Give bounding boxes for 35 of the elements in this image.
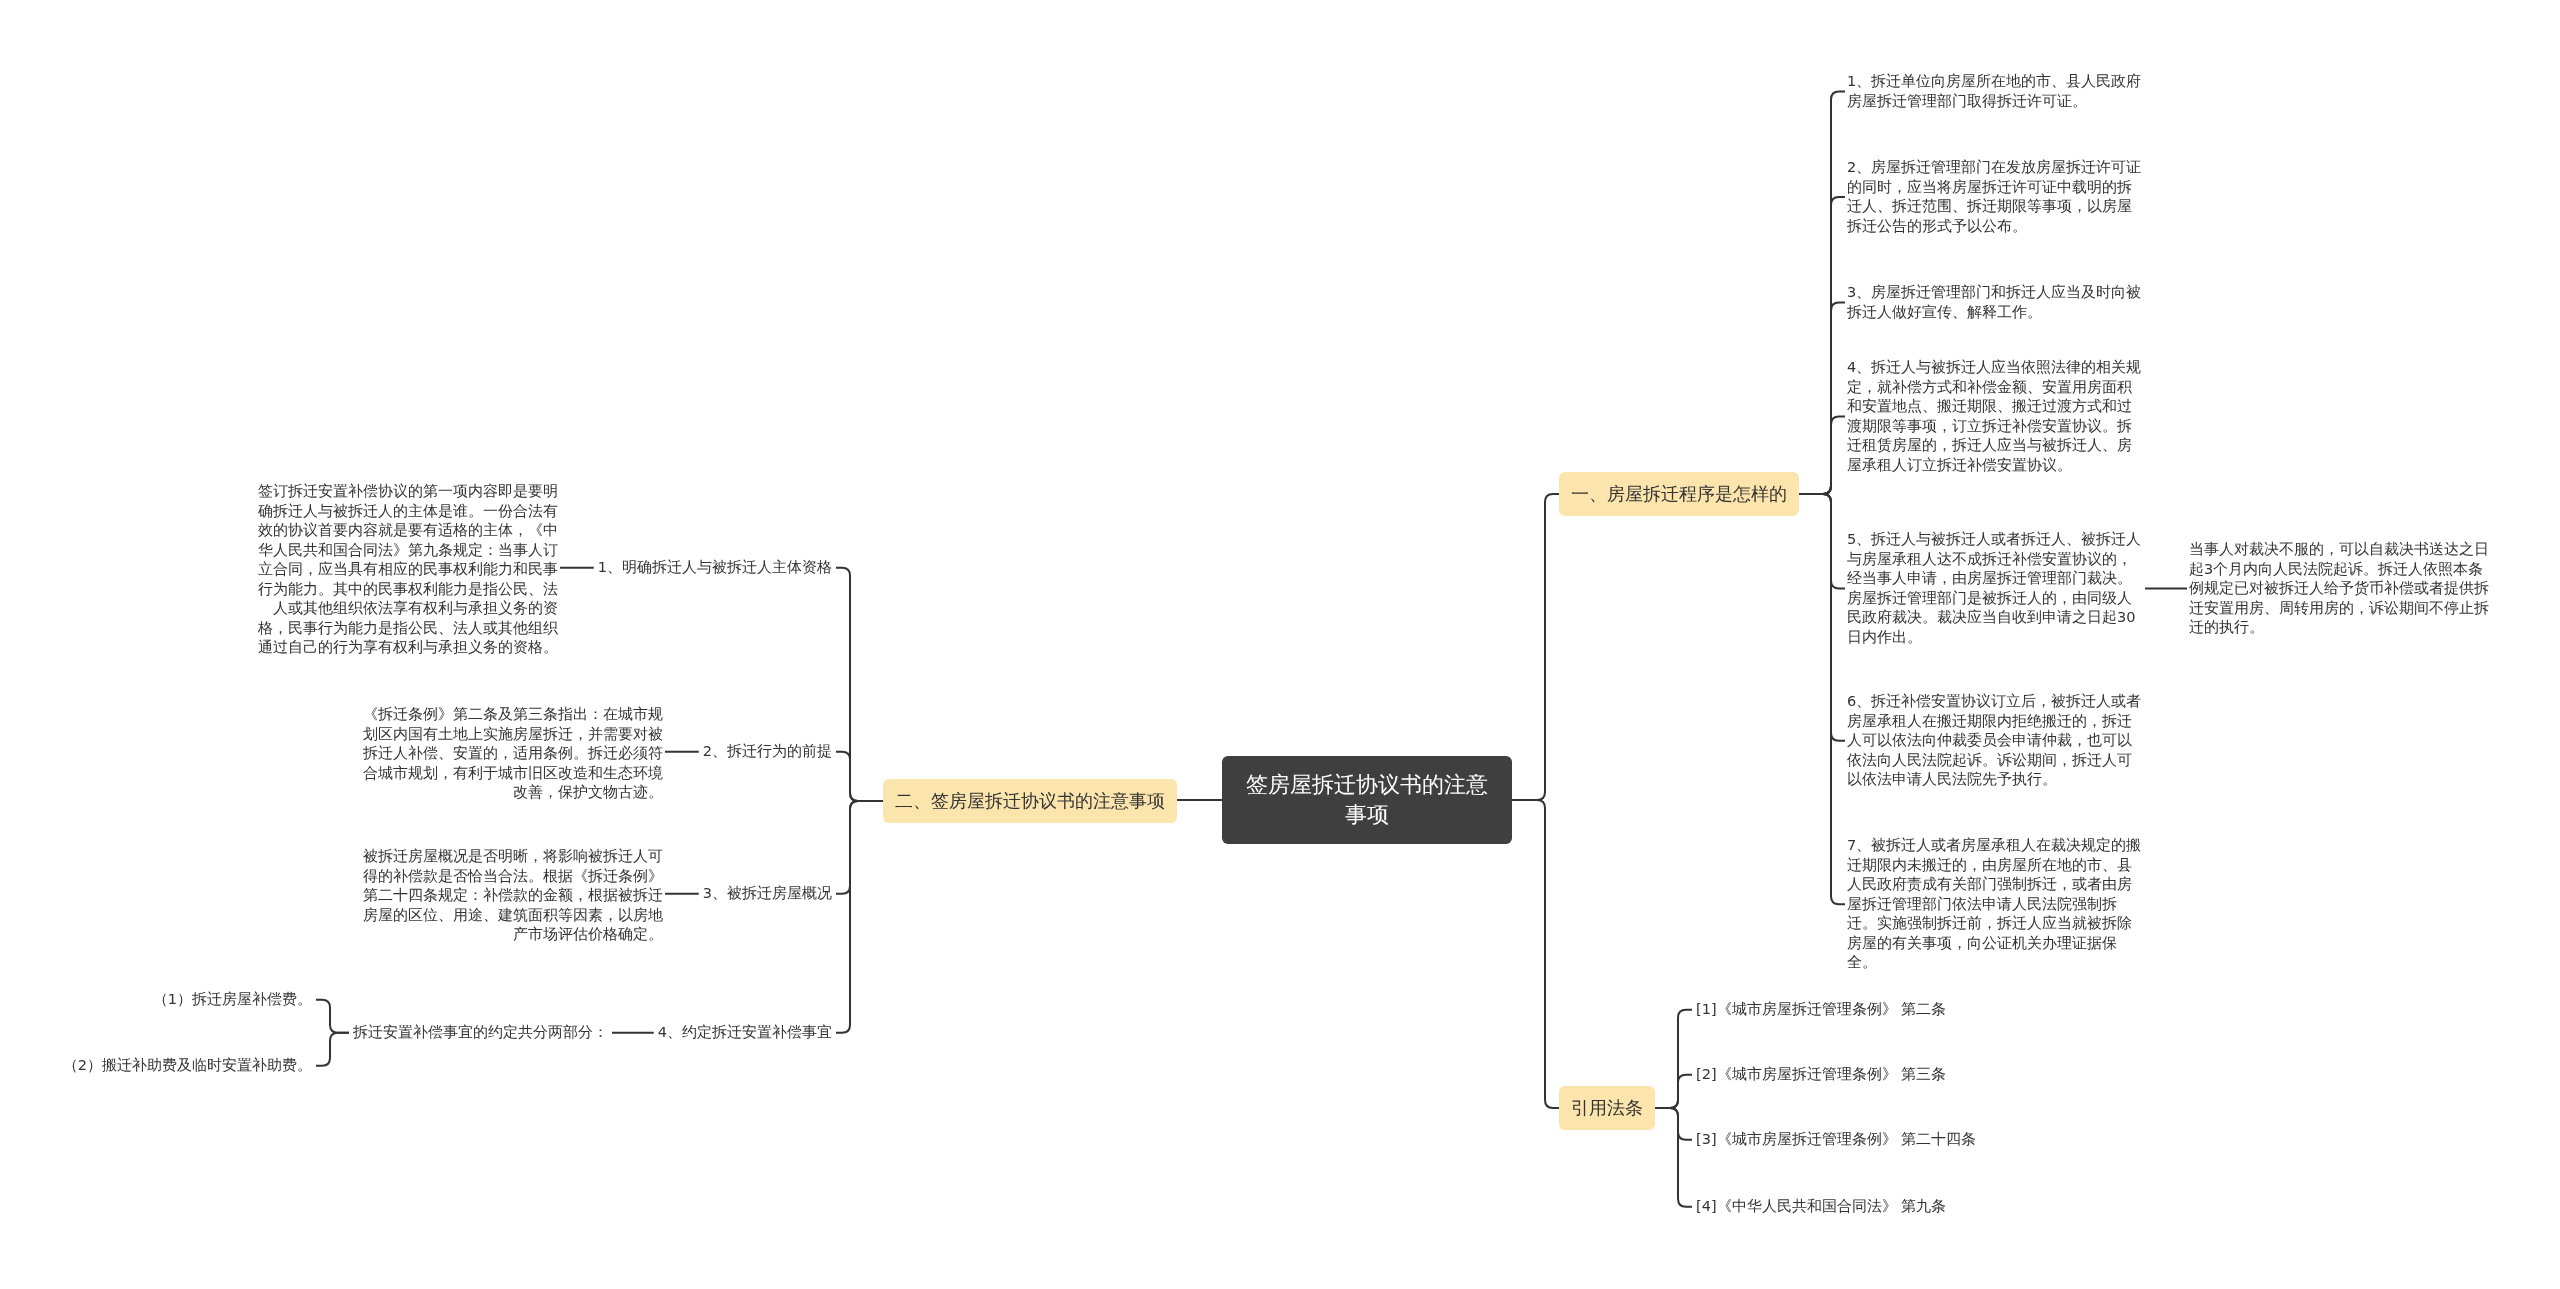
- topic-text: 5、拆迁人与被拆迁人或者拆迁人、被拆迁人与房屋承租人达不成拆迁补偿安置协议的，经当事人申请，由房屋拆迁管理部门裁决。房屋拆迁管理部门是被拆迁人的，由同级人民政府裁决。裁决应当自收到申请之日起30日内作出。: [1845, 530, 2145, 647]
- connector-line: [1176, 799, 1223, 801]
- topic-text: [2]《城市房屋拆迁管理条例》 第三条: [1692, 1065, 1951, 1085]
- topic-text: 《拆迁条例》第二条及第三条指出：在城市规划区内国有土地上实施房屋拆迁，并需要对被拆迁人补偿、安置的，适用条例。拆迁必须符合城市规划，有利于城市旧区改造和生态环境改善，保护文物古迹。: [360, 705, 665, 803]
- topic-text: （1）拆迁房屋补偿费。: [148, 990, 316, 1010]
- topic-text: 1、拆迁单位向房屋所在地的市、县人民政府房屋拆迁管理部门取得拆迁许可证。: [1845, 72, 2145, 111]
- topic-text: 当事人对裁决不服的，可以自裁决书送达之日起3个月内向人民法院起诉。拆迁人依照本条例规定已对被拆迁人给予货币补偿或者提供拆迁安置用房、周转用房的，诉讼期间不停止拆迁的执行。: [2187, 540, 2492, 638]
- connector-line: [1511, 799, 1560, 1109]
- topic-text: 3、房屋拆迁管理部门和拆迁人应当及时向被拆迁人做好宣传、解释工作。: [1845, 283, 2145, 322]
- connector-line: [559, 566, 595, 569]
- topic-text: [3]《城市房屋拆迁管理条例》 第二十四条: [1692, 1130, 1981, 1150]
- connector-line: [315, 1031, 350, 1067]
- topic-text: 3、被拆迁房屋概况: [698, 884, 836, 904]
- topic-text: （2）搬迁补助费及临时安置补助费。: [58, 1056, 316, 1076]
- branch-topic: 二、签房屋拆迁协议书的注意事项: [883, 779, 1177, 823]
- topic-text: 2、房屋拆迁管理部门在发放房屋拆迁许可证的同时，应当将房屋拆迁许可证中载明的拆迁人、拆迁范围、拆迁期限等事项，以房屋拆迁公告的形式予以公布。: [1845, 158, 2145, 236]
- connector-line: [2144, 587, 2188, 590]
- connector-line: [835, 800, 884, 1034]
- connector-line: [611, 1031, 655, 1034]
- branch-topic: 一、房屋拆迁程序是怎样的: [1559, 472, 1799, 516]
- topic-text: [4]《中华人民共和国合同法》 第九条: [1692, 1197, 1951, 1217]
- topic-text: 2、拆迁行为的前提: [698, 742, 836, 762]
- branch-topic: 引用法条: [1559, 1086, 1655, 1130]
- topic-text: 1、明确拆迁人与被拆迁人主体资格: [593, 558, 836, 578]
- topic-text: 4、拆迁人与被拆迁人应当依照法律的相关规定，就补偿方式和补偿金额、安置用房面积和安置地点、搬迁期限、搬迁过渡方式和过渡期限等事项，订立拆迁补偿安置协议。拆迁租赁房屋的，拆迁人应当与被拆迁人、房屋承租人订立拆迁补偿安置协议。: [1845, 358, 2145, 475]
- connector-line: [664, 750, 700, 753]
- topic-text: 被拆迁房屋概况是否明晰，将影响被拆迁人可得的补偿款是否恰当合法。根据《拆迁条例》第二十四条规定：补偿款的金额，根据被拆迁房屋的区位、用途、建筑面积等因素，以房地产市场评估价格确定。: [360, 847, 665, 945]
- topic-text: 拆迁安置补偿事宜的约定共分两部分：: [349, 1023, 612, 1043]
- central-topic: 签房屋拆迁协议书的注意事项: [1222, 756, 1512, 844]
- topic-text: 4、约定拆迁安置补偿事宜: [653, 1023, 836, 1043]
- topic-text: 签订拆迁安置补偿协议的第一项内容即是要明确拆迁人与被拆迁人的主体是谁。一份合法有效的协议首要内容就是要有适格的主体，《中华人民共和国合同法》第九条规定：当事人订立合同，应当具有相应的民事权利能力和民事行为能力。其中的民事权利能力是指公民、法人或其他组织依法享有权利与承担义务的资格，民事行为能力是指公民、法人或其他组织通过自己的行为享有权利与承担义务的资格。: [255, 482, 560, 658]
- topic-text: 7、被拆迁人或者房屋承租人在裁决规定的搬迁期限内未搬迁的，由房屋所在地的市、县人民政府责成有关部门强制拆迁，或者由房屋拆迁管理部门依法申请人民法院强制拆迁。实施强制拆迁前，拆迁人应当就被拆除房屋的有关事项，向公证机关办理证据保全。: [1845, 836, 2145, 973]
- topic-text: 6、拆迁补偿安置协议订立后，被拆迁人或者房屋承租人在搬迁期限内拒绝搬迁的，拆迁人可以依法向仲裁委员会申请仲裁，也可以依法向人民法院起诉。诉讼期间，拆迁人可以依法申请人民法院先予执行。: [1845, 692, 2145, 790]
- topic-text: [1]《城市房屋拆迁管理条例》 第二条: [1692, 1000, 1951, 1020]
- connector-line: [664, 892, 700, 895]
